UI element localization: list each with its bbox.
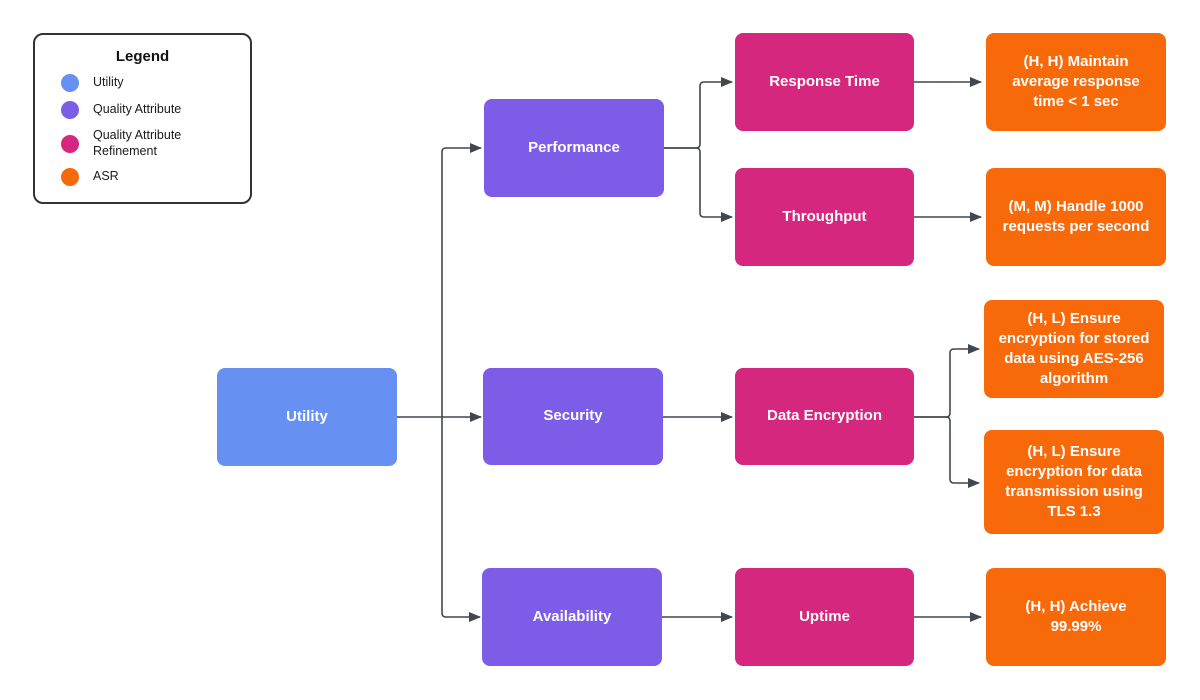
node-security[interactable]: Security bbox=[483, 368, 663, 465]
node-label: Throughput bbox=[782, 207, 867, 225]
legend-item-quality-attribute-refinement: Quality Attribute Refinement bbox=[61, 128, 236, 159]
node-label: (H, H) Achieve 99.99% bbox=[1025, 597, 1127, 635]
node-throughput[interactable]: Throughput bbox=[735, 168, 914, 266]
legend[interactable]: Legend Utility Quality Attribute Quality… bbox=[33, 33, 252, 204]
node-asr-stored-data[interactable]: (H, L) Ensure encryption for stored data… bbox=[984, 300, 1164, 398]
node-response-time[interactable]: Response Time bbox=[735, 33, 914, 131]
legend-item-label: Utility bbox=[93, 75, 124, 90]
legend-item-label: ASR bbox=[93, 169, 119, 184]
quality-attribute-color-swatch bbox=[61, 101, 79, 119]
legend-item-quality-attribute: Quality Attribute bbox=[61, 101, 236, 119]
legend-item-label: Quality Attribute Refinement bbox=[93, 128, 182, 158]
node-availability[interactable]: Availability bbox=[482, 568, 662, 666]
asr-color-swatch bbox=[61, 168, 79, 187]
node-label: Response Time bbox=[769, 72, 880, 90]
quality-attribute-refinement-color-swatch bbox=[61, 134, 79, 153]
legend-item-label: Quality Attribute bbox=[93, 102, 182, 117]
node-label: Utility bbox=[286, 407, 328, 425]
node-utility[interactable]: Utility bbox=[217, 368, 397, 466]
node-label: (M, M) Handle 1000 requests per second bbox=[1002, 197, 1150, 235]
node-uptime[interactable]: Uptime bbox=[735, 568, 914, 666]
connector-utility-performance[interactable] bbox=[441, 143, 482, 417]
node-asr-response-time[interactable]: (H, H) Maintain average response time < … bbox=[986, 33, 1166, 131]
legend-item-asr: ASR bbox=[61, 168, 236, 187]
legend-title: Legend bbox=[115, 48, 170, 65]
node-label: (H, L) Ensure encryption for stored data… bbox=[998, 309, 1150, 388]
node-label: Data Encryption bbox=[766, 407, 883, 425]
node-label: Performance bbox=[528, 138, 620, 156]
node-label: (H, L) Ensure encryption for data transm… bbox=[1005, 442, 1143, 521]
node-asr-transmission[interactable]: (H, L) Ensure encryption for data transm… bbox=[984, 430, 1164, 534]
connector-performance-response-time[interactable] bbox=[664, 77, 733, 149]
connector-data-encryption-transmission-asr[interactable] bbox=[914, 416, 980, 488]
node-label: Availability bbox=[532, 607, 612, 625]
legend-item-utility: Utility bbox=[61, 74, 236, 92]
node-performance[interactable]: Performance bbox=[484, 99, 664, 197]
node-label: (H, H) Maintain average response time < … bbox=[1012, 52, 1140, 111]
node-label: Uptime bbox=[799, 607, 850, 625]
node-asr-uptime[interactable]: (H, H) Achieve 99.99% bbox=[986, 568, 1166, 666]
connector-data-encryption-stored-asr[interactable] bbox=[914, 344, 980, 418]
node-asr-throughput[interactable]: (M, M) Handle 1000 requests per second bbox=[986, 168, 1166, 266]
connector-utility-availability[interactable] bbox=[441, 417, 481, 622]
node-data-encryption[interactable]: Data Encryption bbox=[735, 368, 914, 465]
node-label: Security bbox=[543, 407, 603, 425]
connector-performance-throughput[interactable] bbox=[664, 147, 733, 222]
utility-color-swatch bbox=[61, 74, 79, 92]
